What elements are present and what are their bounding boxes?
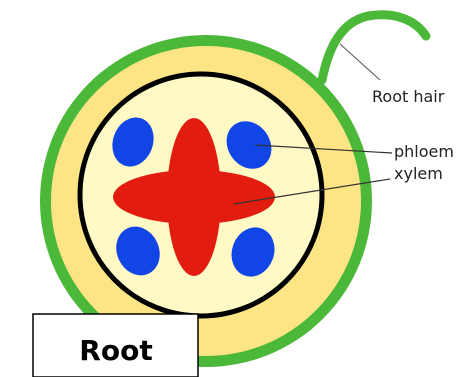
xylem-horizontal-arm [113, 170, 275, 224]
xylem-label: xylem [394, 164, 443, 183]
diagram-title: Root [79, 334, 152, 367]
root-hair-leader-line [340, 44, 380, 80]
root-hair [322, 15, 426, 80]
phloem-label: phloem [394, 142, 454, 161]
root-hair-label: Root hair [372, 87, 445, 106]
